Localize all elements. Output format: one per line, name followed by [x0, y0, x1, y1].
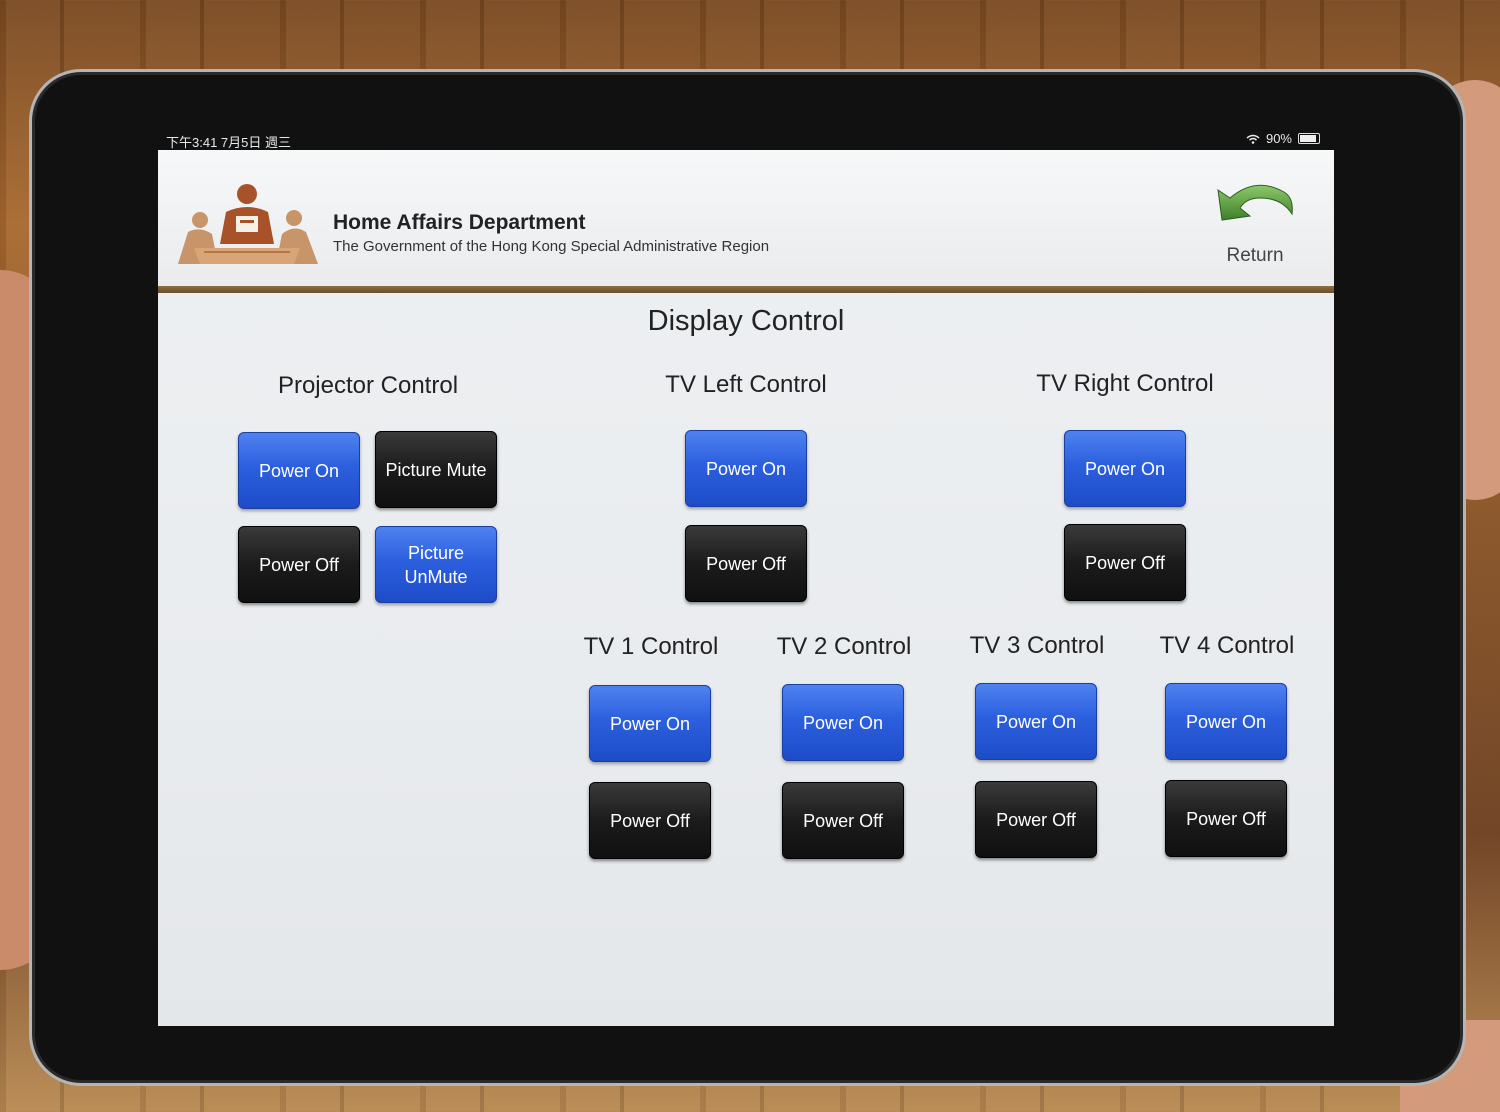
- button-label: Power Off: [610, 810, 690, 831]
- department-logo: [178, 184, 318, 264]
- button-label: Power On: [802, 712, 884, 733]
- button-label: Power On: [258, 460, 340, 481]
- button-label: Power Off: [803, 810, 883, 831]
- projector-power-on-button[interactable]: Power On: [238, 432, 360, 509]
- button-label: Power On: [995, 711, 1077, 732]
- button-label: Power Off: [1085, 552, 1165, 573]
- button-label: Picture Mute: [385, 459, 487, 480]
- department-name: Home Affairs Department: [333, 211, 586, 234]
- projector-power-off-button[interactable]: Power Off: [238, 526, 360, 603]
- tv4-power-on-button[interactable]: Power On: [1165, 683, 1287, 760]
- tv1-power-on-button[interactable]: Power On: [589, 685, 711, 762]
- button-label: Power Off: [1186, 808, 1266, 829]
- tv1-control-title: TV 1 Control: [583, 633, 719, 660]
- tv2-power-off-button[interactable]: Power Off: [782, 782, 904, 859]
- tv3-power-off-button[interactable]: Power Off: [975, 781, 1097, 858]
- button-label: Power Off: [259, 554, 339, 575]
- status-right: 90%: [1246, 131, 1320, 146]
- return-button[interactable]: Return: [1210, 176, 1300, 271]
- return-arrow-icon: [1217, 184, 1293, 221]
- button-label: Power On: [1084, 458, 1166, 479]
- tv4-power-off-button[interactable]: Power Off: [1165, 780, 1287, 857]
- tv-right-power-off-button[interactable]: Power Off: [1064, 524, 1186, 601]
- tv-left-power-off-button[interactable]: Power Off: [685, 525, 807, 602]
- status-bar: 下午3:41 7月5日 週三 90%: [158, 128, 1334, 150]
- projector-picture-mute-button[interactable]: Picture Mute: [375, 431, 497, 508]
- button-label: Power On: [705, 458, 787, 479]
- tv-right-power-on-button[interactable]: Power On: [1064, 430, 1186, 507]
- battery-icon: [1298, 133, 1320, 144]
- button-label: Power Off: [706, 553, 786, 574]
- button-label: Power Off: [996, 809, 1076, 830]
- button-label: Power On: [1185, 711, 1267, 732]
- app-screen: Home Affairs Department The Government o…: [158, 150, 1334, 1026]
- tv3-control-title: TV 3 Control: [969, 632, 1105, 659]
- tv3-power-on-button[interactable]: Power On: [975, 683, 1097, 760]
- button-label: Power On: [609, 713, 691, 734]
- button-label: Picture UnMute: [404, 542, 468, 587]
- department-subtitle: The Government of the Hong Kong Special …: [333, 238, 770, 255]
- status-time: 下午3:41 7月5日 週三: [166, 135, 291, 150]
- tv-left-power-on-button[interactable]: Power On: [685, 430, 807, 507]
- page-title: Display Control: [647, 305, 845, 337]
- tv2-power-on-button[interactable]: Power On: [782, 684, 904, 761]
- battery-percent: 90%: [1265, 131, 1292, 146]
- projector-control-title: Projector Control: [277, 372, 459, 399]
- tv1-power-off-button[interactable]: Power Off: [589, 782, 711, 859]
- tv-left-control-title: TV Left Control: [665, 371, 827, 398]
- wifi-icon: [1246, 134, 1260, 144]
- tv4-control-title: TV 4 Control: [1159, 632, 1295, 659]
- header-divider: [158, 286, 1334, 293]
- tv-right-control-title: TV Right Control: [1036, 370, 1214, 397]
- header: Home Affairs Department The Government o…: [158, 150, 1334, 286]
- projector-picture-unmute-button[interactable]: Picture UnMute: [375, 526, 497, 603]
- tv2-control-title: TV 2 Control: [776, 633, 912, 660]
- return-label: Return: [1226, 245, 1284, 266]
